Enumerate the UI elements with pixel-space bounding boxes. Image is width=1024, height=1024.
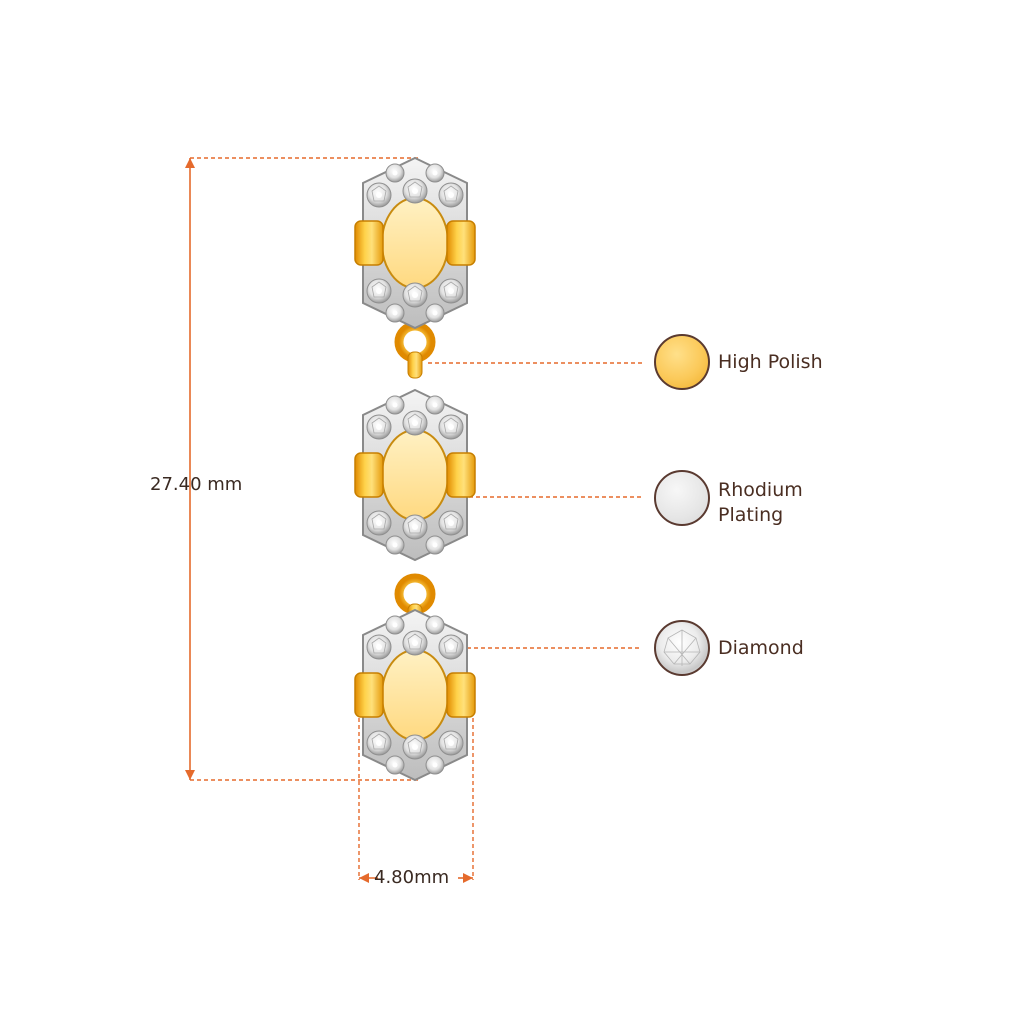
diamond-facets-icon (663, 629, 701, 666)
width-arrow-left-icon (359, 873, 369, 883)
legend-label-high-polish: High Polish (718, 351, 823, 373)
gold-swatch-icon (654, 334, 710, 390)
height-arrow-top-icon (185, 158, 195, 168)
height-dimension (189, 157, 418, 781)
drop-earring-icon (355, 158, 475, 780)
legend-label-diamond: Diamond (718, 637, 804, 659)
legend-label-rhodium: Rhodium Plating (718, 479, 803, 526)
width-arrow-right-icon (463, 873, 473, 883)
height-arrow-bottom-icon (185, 770, 195, 780)
height-dimension-label: 27.40 mm (150, 474, 243, 495)
width-dimension (358, 690, 474, 880)
diamond-swatch-icon (654, 620, 710, 676)
rhodium-swatch-icon (654, 470, 710, 526)
legend-leaders (428, 362, 642, 649)
width-dimension-label: 4.80mm (374, 867, 450, 888)
